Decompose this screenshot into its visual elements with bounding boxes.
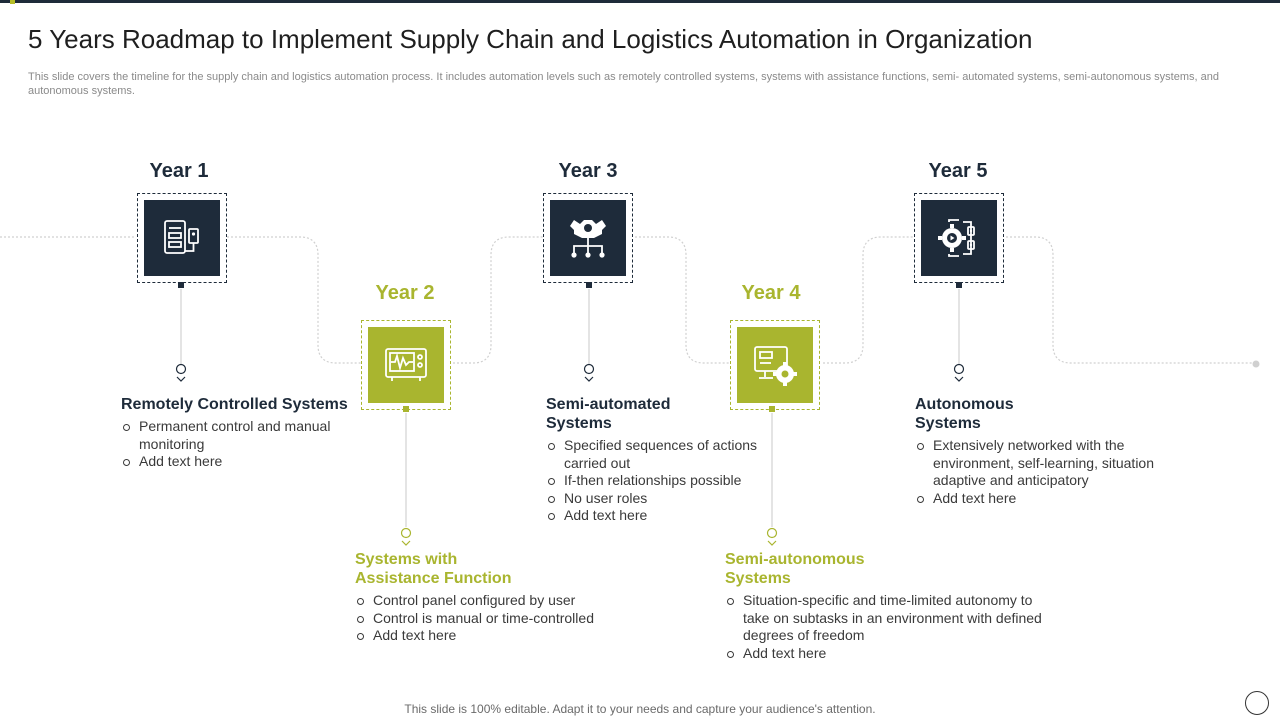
year-3-heading: Semi-automated Systems	[546, 396, 671, 432]
year-1-heading: Remotely Controlled Systems	[121, 396, 348, 413]
year-5-details: Autonomous Systems Extensively networked…	[915, 395, 1177, 507]
computer-gear-icon	[754, 346, 797, 386]
year-5-label: Year 5	[928, 160, 988, 182]
year-1-details: Remotely Controlled Systems Permanent co…	[121, 395, 356, 471]
year-5-icon-box	[914, 193, 1004, 283]
year-2-bullet: Add text here	[355, 627, 625, 645]
year-1-label: Year 1	[149, 160, 209, 182]
year-2-bullet: Control is manual or time-controlled	[355, 610, 625, 628]
timeline-end-dot	[1252, 360, 1260, 368]
year-2-label: Year 2	[375, 282, 435, 304]
slide-subtitle: This slide covers the timeline for the s…	[28, 71, 1219, 97]
year-3-label: Year 3	[558, 160, 618, 182]
year-3-bullet: Specified sequences of actions carried o…	[546, 437, 761, 472]
year-5-heading: Autonomous Systems	[915, 396, 1014, 432]
year-3-bullet: If-then relationships possible	[546, 472, 761, 490]
year-2-bullet: Control panel configured by user	[355, 592, 625, 610]
control-panel-icon	[164, 220, 199, 254]
year-2-details: Systems with Assistance Function Control…	[355, 550, 625, 645]
year-4-bullet: Situation-specific and time-limited auto…	[725, 592, 1043, 645]
year-3-details: Semi-automated Systems Specified sequenc…	[546, 395, 761, 525]
gear-network-icon	[570, 220, 606, 258]
footer-note: This slide is 100% editable. Adapt it to…	[404, 702, 876, 716]
year-1-bullet: Add text here	[121, 453, 356, 471]
slide-nav-circle[interactable]	[1245, 691, 1269, 715]
gear-automation-icon	[938, 219, 975, 257]
year-4-bullet: Add text here	[725, 645, 1043, 663]
year-2-heading: Systems with Assistance Function	[355, 551, 512, 587]
year-3-bullet: Add text here	[546, 507, 761, 525]
slide-title: 5 Years Roadmap to Implement Supply Chai…	[28, 24, 1033, 54]
year-1-bullet: Permanent control and manual monitoring	[121, 418, 356, 453]
year-5-bullet: Extensively networked with the environme…	[915, 437, 1177, 490]
top-accent-bar	[0, 0, 1280, 3]
year-3-icon-box	[543, 193, 633, 283]
year-3-bullet: No user roles	[546, 490, 761, 508]
year-2-icon-box	[361, 320, 451, 410]
year-4-label: Year 4	[741, 282, 801, 304]
year-4-icon-box	[730, 320, 820, 410]
monitor-oscilloscope-icon	[385, 348, 427, 381]
year-1-icon-box	[137, 193, 227, 283]
year-4-details: Semi-autonomous Systems Situation-specif…	[725, 550, 1043, 662]
year-4-heading: Semi-autonomous Systems	[725, 551, 865, 587]
year-5-bullet: Add text here	[915, 490, 1177, 508]
top-accent-dot	[10, 0, 15, 4]
